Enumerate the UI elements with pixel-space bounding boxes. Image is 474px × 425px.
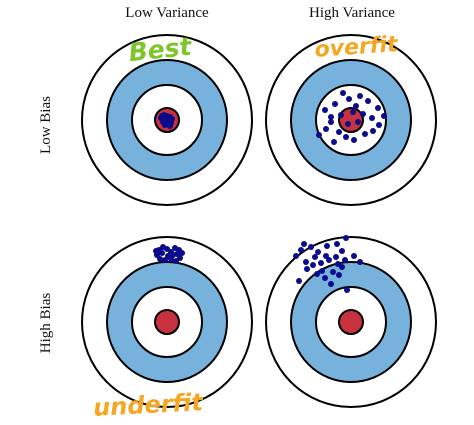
scatter-point (322, 275, 328, 281)
scatter-point (357, 259, 363, 265)
scatter-point (350, 109, 356, 115)
scatter-point (301, 241, 307, 247)
scatter-point (328, 281, 334, 287)
scatter-point (345, 121, 351, 127)
target-high-bias-high-variance (265, 236, 437, 408)
scatter-point (315, 249, 321, 255)
scatter-point (324, 243, 330, 249)
scatter-point (381, 113, 387, 119)
scatter-point (164, 116, 170, 122)
scatter-point (167, 123, 173, 129)
scatter-point (179, 250, 185, 256)
scatter-point (293, 253, 299, 259)
annotation-best: Best (127, 32, 194, 68)
scatter-points (153, 90, 387, 293)
scatter-point (323, 126, 329, 132)
scatter-point (331, 139, 337, 145)
scatter-point (362, 131, 368, 137)
scatter-point (303, 259, 309, 265)
scatter-point (346, 96, 352, 102)
row-header-high-bias: High Bias (38, 293, 54, 354)
scatter-point (375, 105, 381, 111)
scatter-point (177, 255, 183, 261)
scatter-point (369, 115, 375, 121)
scatter-point (318, 260, 324, 266)
target-high-bias-low-variance (81, 236, 253, 408)
scatter-point (376, 122, 382, 128)
scatter-point (323, 253, 329, 259)
scatter-point (370, 128, 376, 134)
scatter-point (332, 101, 338, 107)
scatter-point (159, 113, 165, 119)
column-header-high-variance: High Variance (309, 5, 395, 21)
annotation-underfit: underfit (92, 388, 205, 422)
scatter-point (159, 250, 165, 256)
scatter-point (336, 129, 342, 135)
target-low-bias-high-variance (265, 34, 437, 206)
scatter-point (310, 262, 316, 268)
scatter-point (365, 98, 371, 104)
scatter-point (335, 261, 341, 267)
scatter-point (343, 235, 349, 241)
column-header-low-variance: Low Variance (125, 5, 209, 21)
scatter-point (351, 253, 357, 259)
scatter-point (339, 248, 345, 254)
scatter-point (355, 119, 361, 125)
scatter-point (308, 244, 314, 250)
scatter-point (344, 287, 350, 293)
scatter-point (336, 272, 342, 278)
scatter-point (314, 271, 320, 277)
scatter-point (351, 137, 357, 143)
scatter-point (333, 254, 339, 260)
scatter-point (328, 119, 334, 125)
scatter-point (340, 90, 346, 96)
scatter-point (153, 248, 159, 254)
scatter-point (316, 132, 322, 138)
row-header-low-bias: Low Bias (38, 96, 54, 154)
scatter-point (330, 269, 336, 275)
scatter-point (322, 107, 328, 113)
scatter-point (319, 268, 325, 274)
scatter-point (168, 256, 174, 262)
scatter-point (353, 103, 359, 109)
scatter-point (343, 134, 349, 140)
annotation-overfit: overfit (314, 32, 400, 63)
scatter-point (357, 93, 363, 99)
scatter-point (304, 266, 310, 272)
scatter-point (296, 278, 302, 284)
scatter-point (360, 111, 366, 117)
scatter-point (162, 257, 168, 263)
scatter-point (334, 241, 340, 247)
scatter-point (342, 257, 348, 263)
scatter-point (328, 114, 334, 120)
scatter-point (298, 247, 304, 253)
scatter-point (312, 254, 318, 260)
scatter-point (338, 112, 344, 118)
scatter-point (157, 256, 163, 262)
